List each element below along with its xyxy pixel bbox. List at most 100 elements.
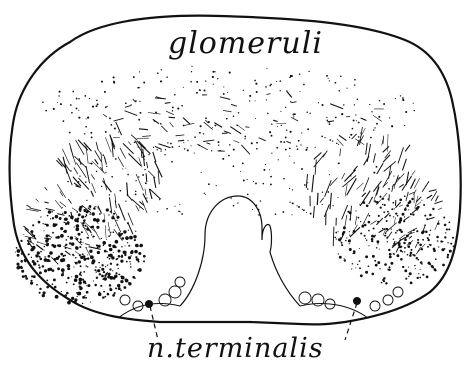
stipple-dot <box>179 204 180 205</box>
fiber-stroke <box>361 118 367 121</box>
stipple-dot <box>384 264 386 266</box>
stipple-dot <box>425 231 428 234</box>
stipple-dot <box>107 106 108 107</box>
stipple-dot <box>90 207 91 208</box>
stipple-dot <box>38 264 40 266</box>
stipple-dot <box>360 232 362 234</box>
fiber-stroke <box>327 121 334 122</box>
stipple-dot <box>48 210 51 213</box>
stipple-dot <box>67 277 69 279</box>
fiber-stroke <box>136 205 139 211</box>
stipple-dot <box>78 98 79 99</box>
stipple-dot <box>64 218 67 221</box>
fiber-stroke <box>86 166 90 183</box>
stipple-dot <box>380 207 382 209</box>
stipple-dot <box>285 136 287 138</box>
stipple-dot <box>60 227 63 230</box>
stipple-dot <box>446 228 448 230</box>
fiber-stroke <box>415 244 417 248</box>
stipple-dot <box>355 267 356 268</box>
stipple-dot <box>63 256 64 257</box>
stipple-dot <box>104 250 107 253</box>
stipple-dot <box>290 131 292 133</box>
stipple-dot <box>357 98 359 100</box>
stipple-dot <box>181 105 183 107</box>
stipple-dot <box>73 255 74 256</box>
stipple-dot <box>61 273 64 276</box>
stipple-dot <box>387 241 388 242</box>
stipple-dot <box>450 251 452 253</box>
stipple-dot <box>83 271 85 273</box>
stipple-dot <box>131 255 132 256</box>
stipple-dot <box>44 250 45 251</box>
stipple-dot <box>389 215 391 217</box>
stipple-dot <box>72 91 74 93</box>
stipple-dot <box>125 102 127 104</box>
stipple-dot <box>395 98 396 99</box>
stipple-dot <box>315 147 316 148</box>
stipple-dot <box>329 174 330 175</box>
fiber-stroke <box>291 117 298 121</box>
stipple-dot <box>75 246 77 248</box>
fiber-stroke <box>46 209 55 211</box>
fiber-stroke <box>176 135 185 136</box>
stipple-dot <box>60 103 62 105</box>
fiber-stroke <box>231 104 237 106</box>
stipple-dot <box>391 208 393 210</box>
stipple-dot <box>117 249 120 252</box>
stipple-dot <box>322 204 323 205</box>
stipple-dot <box>85 181 87 183</box>
stipple-dot <box>276 81 277 82</box>
stipple-dot <box>324 137 325 138</box>
stipple-dot <box>408 267 409 268</box>
fiber-stroke <box>75 156 87 167</box>
stipple-dot <box>409 272 412 275</box>
stipple-dot <box>37 251 40 254</box>
stipple-dot <box>430 230 431 231</box>
stipple-dot <box>326 75 328 77</box>
fiber-stroke <box>129 154 142 166</box>
stipple-texture <box>15 66 454 305</box>
stipple-dot <box>153 147 154 148</box>
fiber-stroke <box>119 204 126 221</box>
stipple-dot <box>434 250 436 252</box>
stipple-dot <box>396 242 397 243</box>
stipple-dot <box>81 215 84 218</box>
stipple-dot <box>90 132 92 134</box>
stipple-dot <box>37 260 39 262</box>
stipple-dot <box>394 241 395 242</box>
stipple-dot <box>391 228 392 229</box>
stipple-dot <box>269 131 271 133</box>
stipple-dot <box>87 284 90 287</box>
stipple-dot <box>17 249 21 253</box>
stipple-dot <box>432 266 434 268</box>
stipple-dot <box>51 211 53 213</box>
stipple-dot <box>172 110 173 111</box>
stipple-dot <box>134 277 136 279</box>
stipple-dot <box>104 91 106 93</box>
stipple-dot <box>98 245 101 248</box>
stipple-dot <box>218 145 219 146</box>
stipple-dot <box>368 245 369 246</box>
stipple-dot <box>40 216 41 217</box>
stipple-dot <box>79 206 82 209</box>
stipple-dot <box>416 257 418 259</box>
stipple-dot <box>78 213 81 216</box>
stipple-dot <box>106 251 107 252</box>
fiber-stroke <box>155 98 166 99</box>
glomerulus-circle <box>159 294 171 306</box>
stipple-dot <box>166 208 168 210</box>
stipple-dot <box>384 204 386 206</box>
stipple-dot <box>62 258 66 262</box>
stipple-dot <box>190 145 191 146</box>
stipple-dot <box>437 240 439 242</box>
fiber-stroke <box>148 113 161 115</box>
stipple-dot <box>100 285 102 287</box>
stipple-dot <box>82 279 84 281</box>
stipple-dot <box>171 161 173 163</box>
stipple-dot <box>266 68 267 69</box>
stipple-dot <box>42 102 44 104</box>
stipple-dot <box>329 80 330 81</box>
fiber-stroke <box>27 205 31 208</box>
fiber-stroke <box>60 202 66 207</box>
